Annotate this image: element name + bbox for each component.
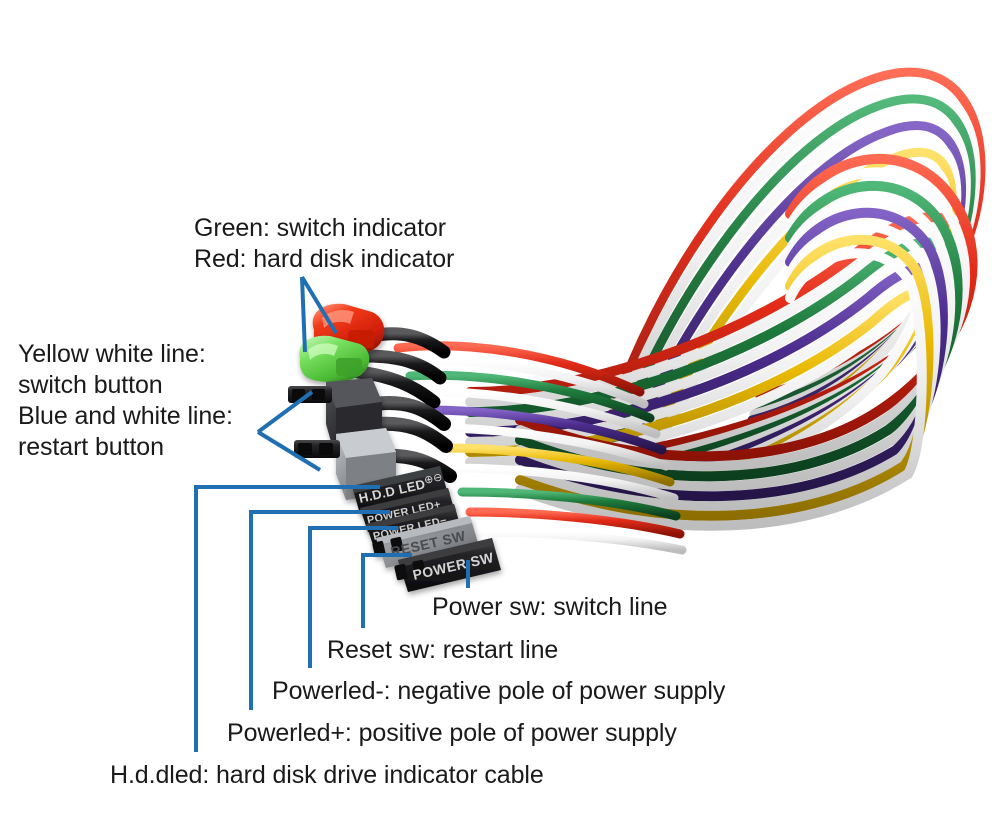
power-sw-callout: Power sw: switch line (432, 593, 668, 621)
hdd-led-polarity-marks: ⊕⊖ (423, 471, 444, 487)
power-switch-pin-connector (288, 386, 332, 403)
switch-button-callout: Yellow white line: switch button Blue an… (18, 340, 233, 461)
green-led (299, 335, 370, 383)
powerled-plus-callout: Powerled+: positive pole of power supply (227, 719, 677, 747)
powerled-minus-callout: Powerled-: negative pole of power supply (272, 677, 726, 705)
reset-switch-pin-connector (294, 440, 340, 458)
led-indicator-callout: Green: switch indicator Red: hard disk i… (194, 214, 455, 273)
cable-bundle-front-loop (515, 153, 978, 531)
reset-sw-callout: Reset sw: restart line (327, 636, 559, 664)
cable-lead-in-wires (393, 341, 687, 555)
hdd-led-callout: H.d.dled: hard disk drive indicator cabl… (110, 761, 544, 789)
